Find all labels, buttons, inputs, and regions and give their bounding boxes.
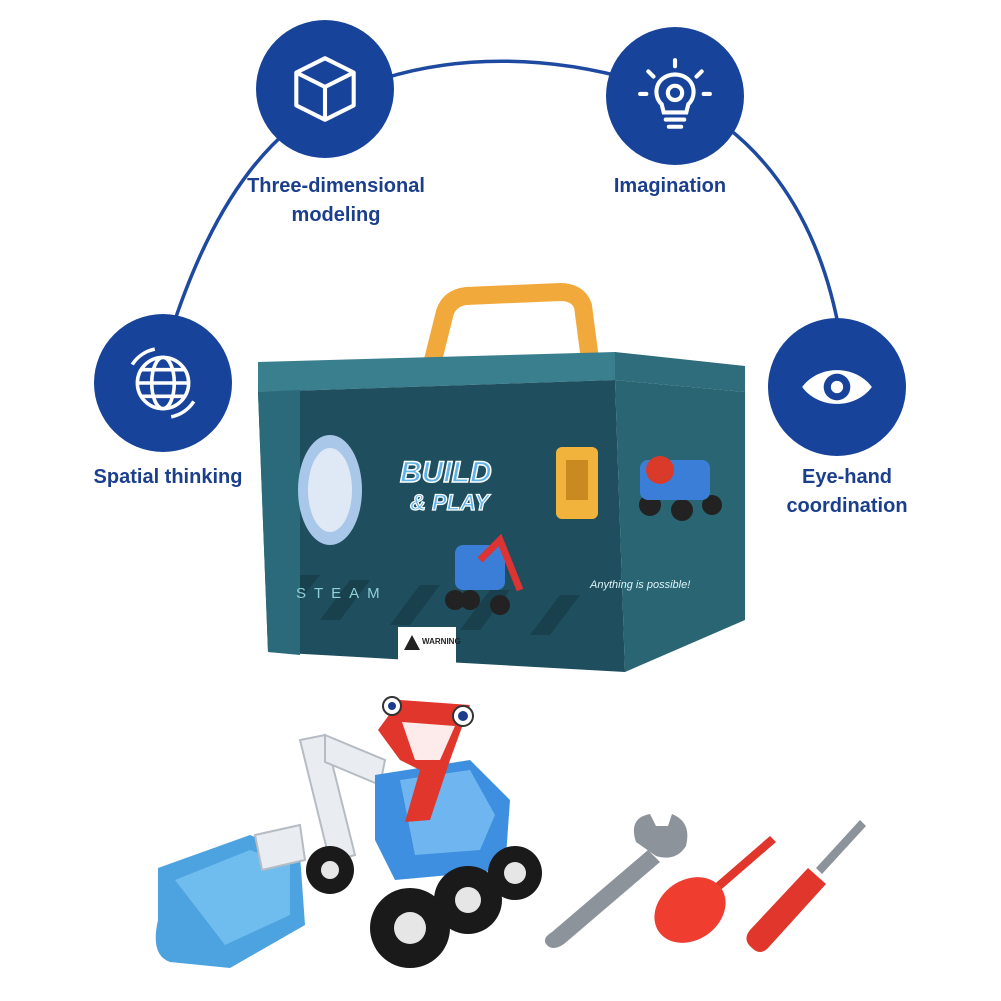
wrench-icon [544,814,688,948]
product-box: BUILD & PLAY STEAM Anything is possible!… [258,352,745,672]
feature-label-eye-hand: Eye-hand coordination [786,466,908,517]
feature-badge-eye-hand [768,318,906,456]
warning-text: WARNING [422,637,461,646]
cube-icon [294,56,356,122]
assembled-vehicle [155,696,542,968]
vehicle-wheels [306,846,542,968]
feature-badge-imagination [606,27,744,165]
box-steam-text: STEAM [296,585,388,602]
feature-badge-3d-modeling [256,20,394,158]
globe-icon [130,347,196,419]
feature-label-3d-modeling: Three-dimensional modeling [247,175,425,226]
lightbulb-gear-icon [638,58,712,129]
red-screwdriver-icon-2 [746,820,866,952]
box-handle [419,283,599,383]
box-tagline: Anything is possible! [589,579,690,591]
feature-badge-spatial-thinking [94,314,232,452]
box-logo-line1: BUILD [400,456,492,489]
feature-label-spatial-thinking: Spatial thinking [93,466,243,488]
red-screwdriver-icon [654,836,776,943]
box-logo-line2: & PLAY [410,490,491,515]
feature-label-imagination: Imagination [613,175,727,197]
eye-icon [802,370,872,404]
